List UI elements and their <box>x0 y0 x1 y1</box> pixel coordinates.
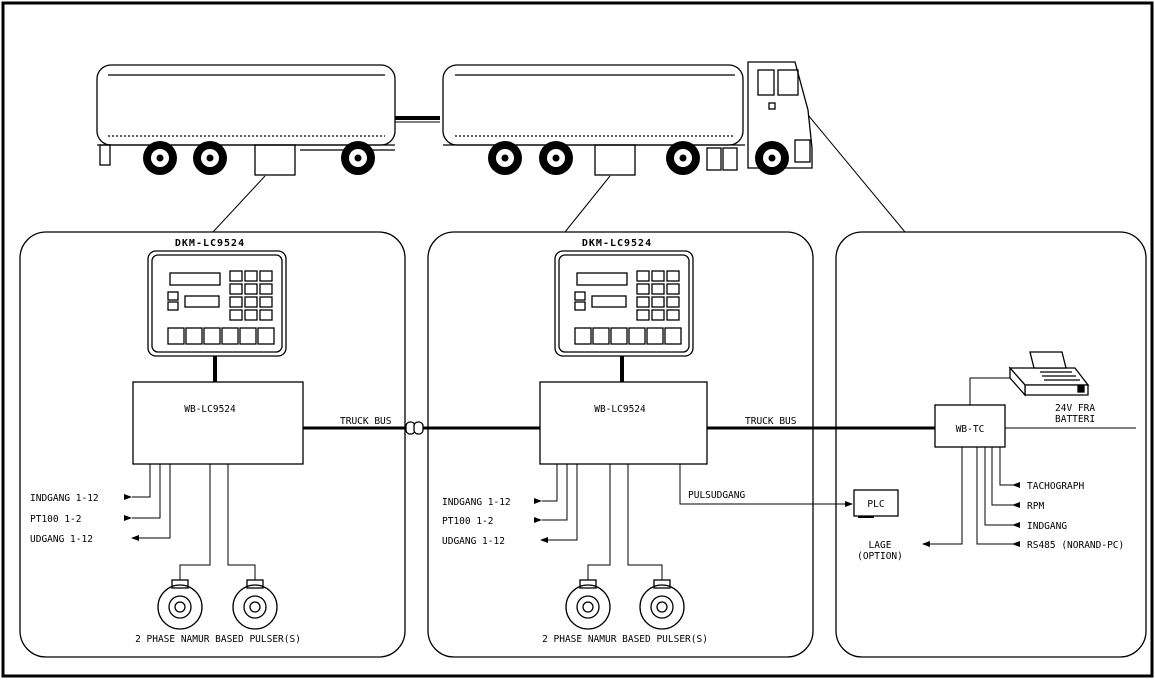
truck-wheels <box>143 141 789 175</box>
right-signal-wires <box>930 447 1020 545</box>
middle-pulser-wires <box>587 464 663 582</box>
middle-pulser-1 <box>565 579 611 630</box>
middle-bus-label: TRUCK BUS <box>745 416 797 427</box>
right-signal-2: INDGANG <box>1027 521 1067 532</box>
middle-io-label-1: PT100 1-2 <box>442 516 493 527</box>
middle-io-label-0: INDGANG 1-12 <box>442 497 511 508</box>
left-pulser-1 <box>157 579 203 630</box>
left-bus-label: TRUCK BUS <box>340 416 392 427</box>
pulse-output-label: PULSUDGANG <box>688 490 745 501</box>
middle-io-wires <box>542 464 578 541</box>
middle-wb-box <box>539 381 708 465</box>
right-signal-arrows <box>922 482 1020 547</box>
middle-wb-label: WB-LC9524 <box>594 404 646 415</box>
truck-illustration <box>96 61 813 176</box>
battery-label-2: BATTERI <box>1055 414 1095 425</box>
pulse-output-arrow <box>845 501 853 507</box>
right-signal-0: TACHOGRAPH <box>1027 481 1084 492</box>
plc-label: PLC <box>867 499 884 510</box>
middle-io-arrows <box>534 498 548 543</box>
left-pulser-caption: 2 PHASE NAMUR BASED PULSER(S) <box>135 634 301 645</box>
printer-cable <box>969 377 1010 405</box>
middle-pulser-2 <box>639 579 685 630</box>
plc-box <box>853 489 899 517</box>
left-io-arrows <box>124 494 139 541</box>
left-display-title: DKM-LC9524 <box>175 238 245 249</box>
left-pulser-wires <box>179 464 256 582</box>
option-label-1: LAGE <box>869 540 892 551</box>
left-wb-label: WB-LC9524 <box>184 404 236 415</box>
printer-icon <box>1008 351 1090 397</box>
middle-io-label-2: UDGANG 1-12 <box>442 536 505 547</box>
middle-pulser-caption: 2 PHASE NAMUR BASED PULSER(S) <box>542 634 708 645</box>
middle-panel <box>427 231 814 658</box>
right-signal-3: RS485 (NORAND-PC) <box>1027 540 1124 551</box>
right-panel <box>835 231 1147 658</box>
wb-tc-box <box>934 404 1006 448</box>
battery-label-1: 24V FRA <box>1055 403 1095 414</box>
middle-display-title: DKM-LC9524 <box>582 238 652 249</box>
left-io-label-2: UDGANG 1-12 <box>30 534 93 545</box>
truck-bus-line <box>303 421 935 435</box>
option-label-2: (OPTION) <box>857 551 903 562</box>
wb-tc-label: WB-TC <box>956 424 985 435</box>
left-io-wires <box>132 464 171 539</box>
left-io-label-1: PT100 1-2 <box>30 514 81 525</box>
pulse-output-wire <box>679 464 852 505</box>
left-panel <box>19 231 406 658</box>
left-io-label-0: INDGANG 1-12 <box>30 493 99 504</box>
left-wb-box <box>132 381 304 465</box>
pointer-lines <box>212 114 906 233</box>
middle-display-unit <box>554 250 694 357</box>
left-display-unit <box>147 250 287 357</box>
right-signal-1: RPM <box>1027 501 1044 512</box>
left-pulser-2 <box>232 579 278 630</box>
